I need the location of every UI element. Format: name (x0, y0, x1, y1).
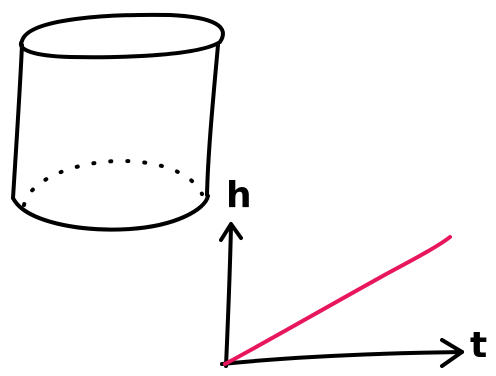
y-axis-arrowhead (219, 222, 243, 242)
x-axis-arrowhead (440, 338, 464, 368)
x-axis (220, 350, 464, 366)
cylinder-left-side (11, 43, 24, 200)
cylinder-bottom-front (11, 194, 210, 232)
cylinder-right-side (205, 43, 220, 197)
graph-axes (219, 222, 464, 368)
cylinder-top-ellipse (18, 12, 225, 60)
plot-line (223, 235, 452, 366)
y-axis (224, 224, 233, 368)
x-axis-label: t (470, 325, 488, 366)
y-axis-label: h (226, 175, 252, 216)
cylinder (11, 12, 225, 232)
cylinder-bottom-back (22, 158, 204, 207)
